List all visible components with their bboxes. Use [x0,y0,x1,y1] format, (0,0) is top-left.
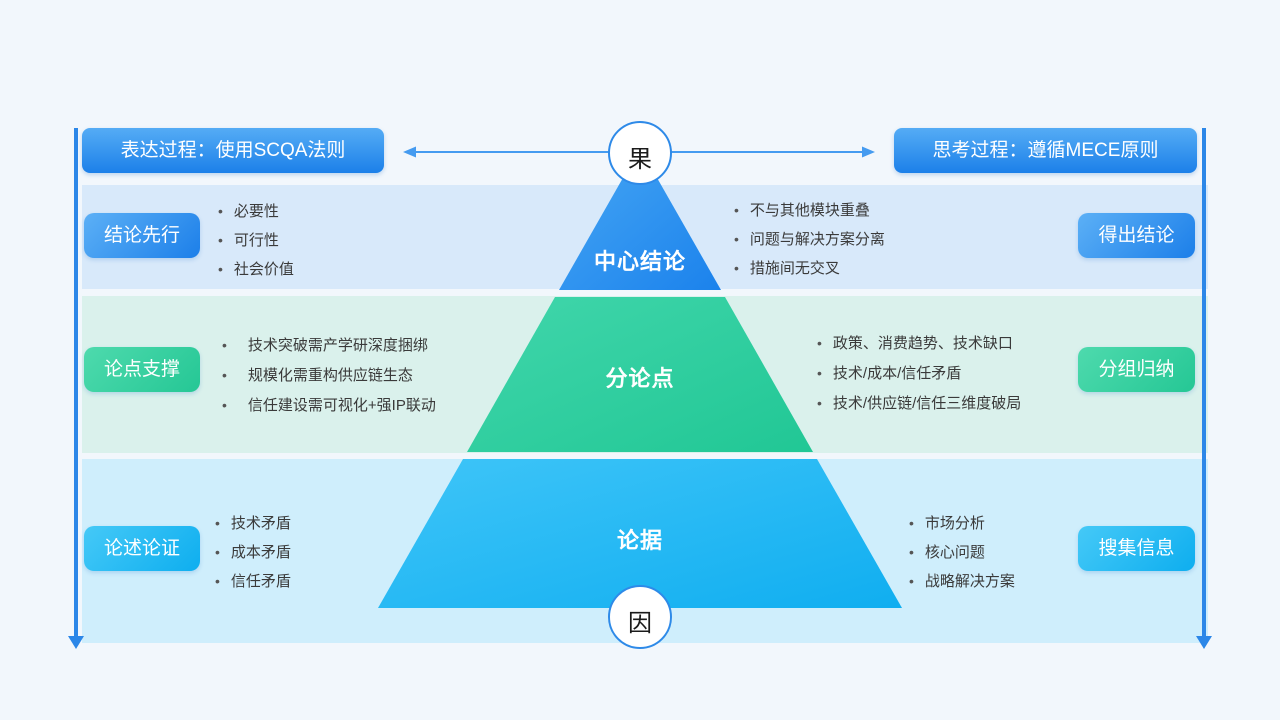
effect-circle [608,121,672,185]
bullet-list: 必要性 可行性 社会价值 [218,197,294,284]
list-item: 政策、消费趋势、技术缺口 [817,328,1021,358]
pyramid-layer-top [559,148,721,290]
bullet-list: 政策、消费趋势、技术缺口 技术/成本/信任矛盾 技术/供应链/信任三维度破局 [817,328,1021,418]
chip-group-induction: 分组归纳 [1078,347,1195,392]
list-item: 技术/供应链/信任三维度破局 [817,388,1021,418]
pyramid-layer-bottom [378,459,902,608]
pyramid-label-subpoints: 分论点 [605,366,675,391]
chip-conclusion-first: 结论先行 [84,213,200,258]
chip-draw-conclusion: 得出结论 [1078,213,1195,258]
list-item: 社会价值 [218,255,294,284]
list-item: 技术/成本/信任矛盾 [817,358,1021,388]
list-item: 规模化需重构供应链生态 [222,360,436,390]
chip-collect-information: 搜集信息 [1078,526,1195,571]
list-item: 成本矛盾 [215,538,291,567]
list-item: 技术突破需产学研深度捆绑 [222,330,436,360]
list-item: 技术矛盾 [215,509,291,538]
banner-thinking-process: 思考过程：遵循MECE原则 [894,128,1197,173]
list-item: 信任矛盾 [215,567,291,596]
list-item: 信任建设需可视化+强IP联动 [222,390,436,420]
right-guide-arrow-down-icon [1196,636,1212,649]
chip-argumentation: 论述论证 [84,526,200,571]
pyramid-label-central-conclusion: 中心结论 [593,249,686,274]
list-item: 核心问题 [909,538,1015,567]
right-guide-line [1202,128,1206,636]
left-guide-line [74,128,78,636]
list-item: 战略解决方案 [909,567,1015,596]
cause-circle [608,585,672,649]
cause-circle-label: 因 [628,610,652,637]
left-guide-arrow-down-icon [68,636,84,649]
chip-point-support: 论点支撑 [84,347,200,392]
arrow-right-icon [862,146,875,158]
bullet-list: 不与其他模块重叠 问题与解决方案分离 措施间无交叉 [734,196,885,283]
bullet-list: 技术矛盾 成本矛盾 信任矛盾 [215,509,291,596]
list-item: 问题与解决方案分离 [734,225,885,254]
bullet-list: 市场分析 核心问题 战略解决方案 [909,509,1015,596]
pyramid-layer-middle [467,297,813,452]
list-item: 措施间无交叉 [734,254,885,283]
pyramid-label-evidence: 论据 [616,528,663,553]
banner-expression-process: 表达过程：使用SCQA法则 [82,128,384,173]
list-item: 市场分析 [909,509,1015,538]
list-item: 必要性 [218,197,294,226]
list-item: 可行性 [218,226,294,255]
list-item: 不与其他模块重叠 [734,196,885,225]
arrow-left-icon [403,146,416,158]
bullet-list: 技术突破需产学研深度捆绑 规模化需重构供应链生态 信任建设需可视化+强IP联动 [222,330,436,420]
effect-circle-label: 果 [628,146,652,173]
